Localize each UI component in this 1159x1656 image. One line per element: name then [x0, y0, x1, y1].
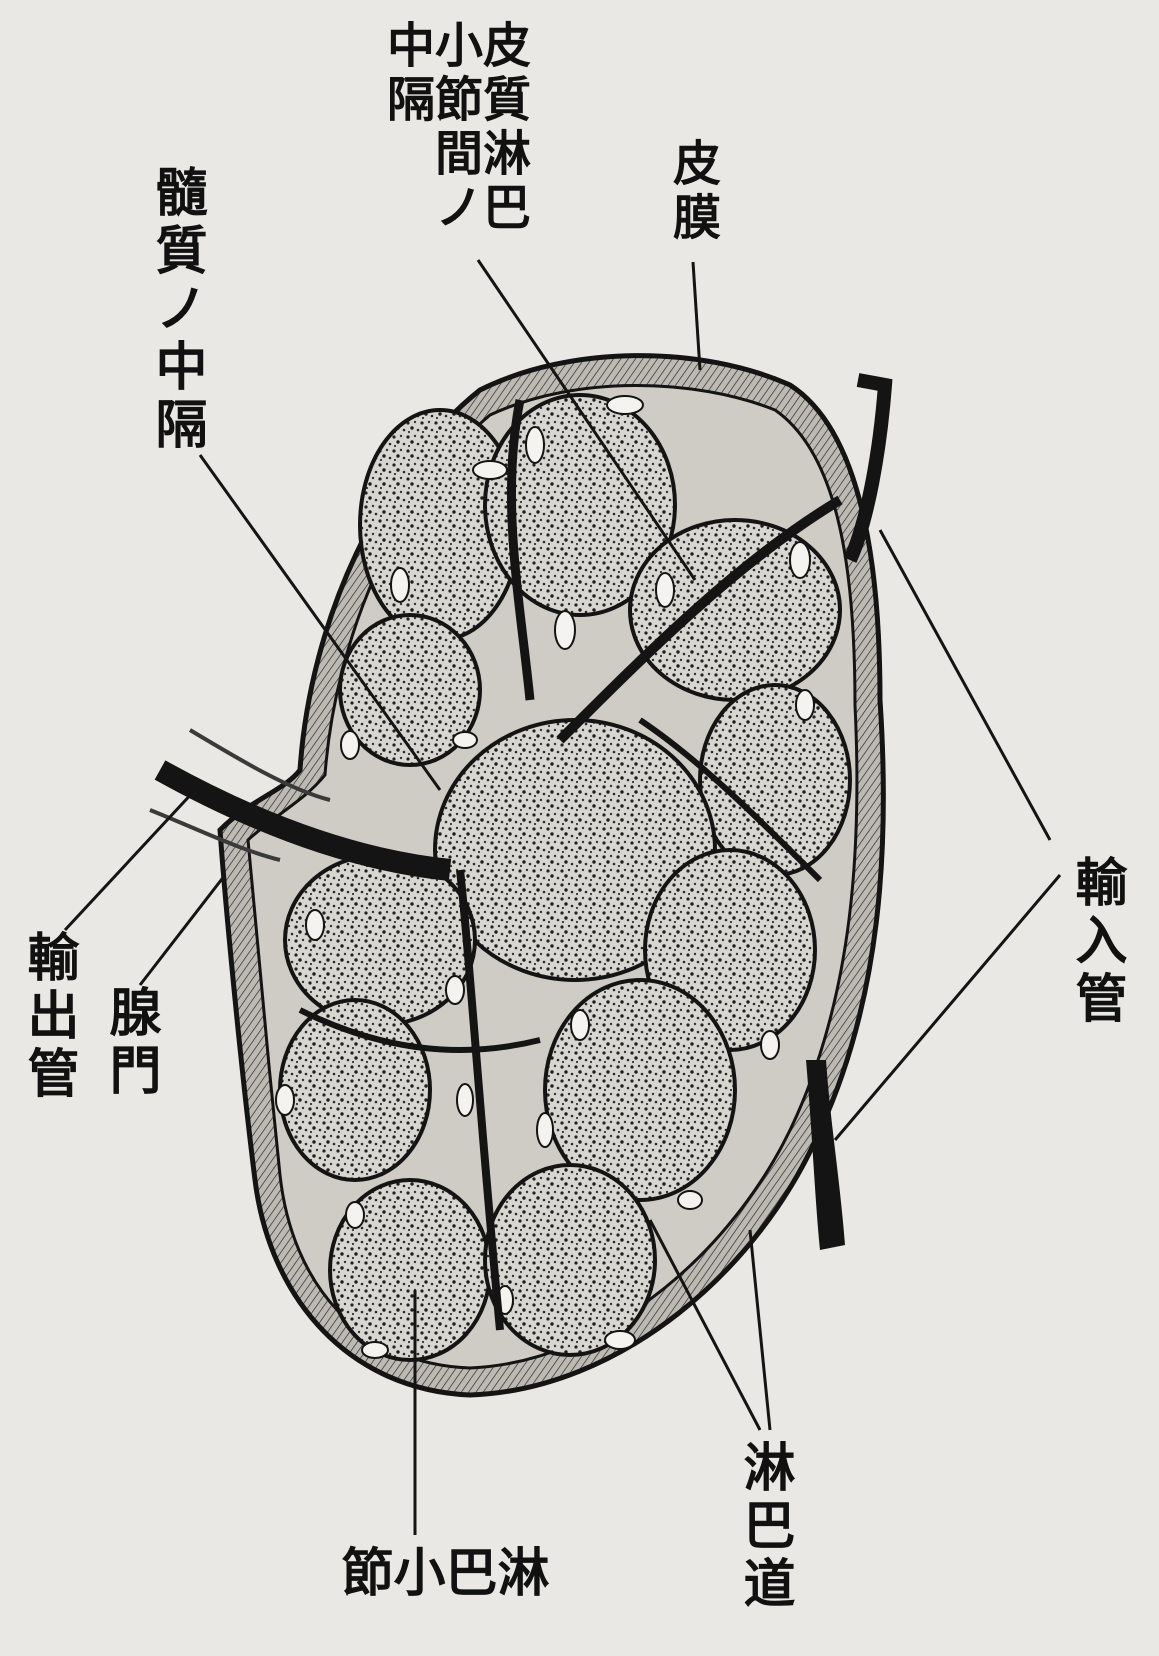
label-lymph-sinus: 淋巴道 — [738, 1440, 790, 1614]
label-hilum: 腺門 — [104, 985, 156, 1101]
label-capsule: 皮膜 — [668, 138, 716, 246]
label-afferent-vessel: 輸入管 — [1070, 855, 1122, 1029]
follicle — [630, 520, 840, 700]
follicle — [280, 1000, 430, 1180]
follicle — [700, 685, 850, 875]
label-medullary-septum: 髓質ノ中隔 — [150, 165, 202, 455]
label-interfollicular-septum: 皮質淋巴小節間ノ中隔 — [382, 20, 526, 265]
label-lymph-follicle: 淋巴小節 — [336, 1545, 544, 1655]
label-efferent-vessel: 輸出管 — [22, 930, 74, 1104]
follicle — [485, 1165, 655, 1355]
